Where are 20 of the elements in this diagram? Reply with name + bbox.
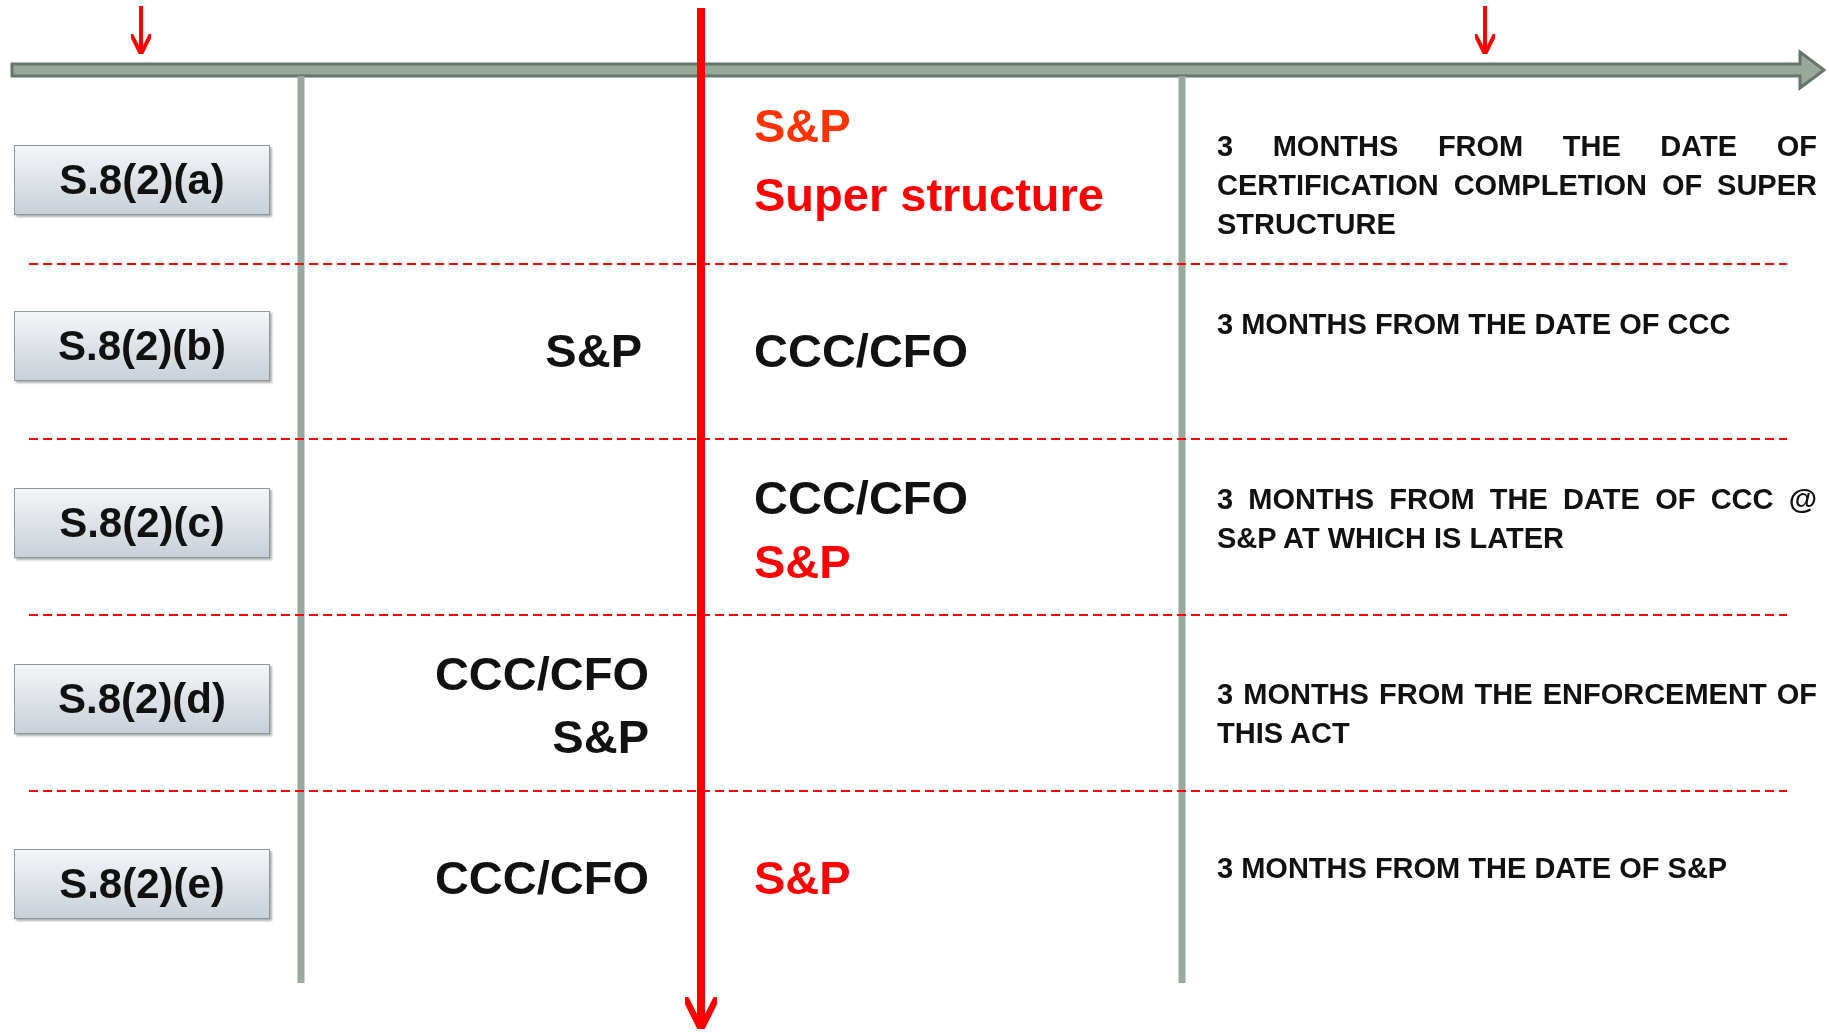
section-label-box: S.8(2)(b) [14, 311, 270, 381]
section-label-box: S.8(2)(e) [14, 849, 270, 919]
deadline-note: 3 MONTHS FROM THE DATE OF S&P [1217, 850, 1729, 886]
deadline-note: 3 MONTHS FROM THE ENFORCEMENT OF THIS ACT [1217, 677, 1817, 751]
timeline-event-label: CCC/CFO [754, 322, 969, 378]
deadline-note: 3 MONTHS FROM THE DATE OF CCC @ S&P AT WHICH IS LATER [1217, 482, 1817, 556]
section-label-box: S.8(2)(c) [14, 488, 270, 558]
deadline-note: 3 MONTHS FROM THE DATE OF CERTIFICATION COMPLETION OF SUPER STRUCTURE [1217, 128, 1817, 242]
timeline-event-label: S&P [754, 97, 851, 153]
section-label-box: S.8(2)(a) [14, 145, 270, 215]
timeline-event-label: S&P [545, 322, 642, 378]
section-label-box: S.8(2)(d) [14, 664, 270, 734]
timeline-event-label: CCC/CFO [434, 849, 649, 905]
timeline-event-label: S&P [754, 849, 851, 905]
timeline-event-label: CCC/CFO [754, 469, 969, 525]
timeline-event-label: Super structure [754, 166, 1104, 222]
deadline-note: 3 MONTHS FROM THE DATE OF CCC [1217, 306, 1732, 342]
timeline-event-label: S&P [552, 708, 649, 764]
timeline-event-label: CCC/CFO [434, 645, 649, 701]
timeline-event-label: S&P [754, 533, 851, 589]
